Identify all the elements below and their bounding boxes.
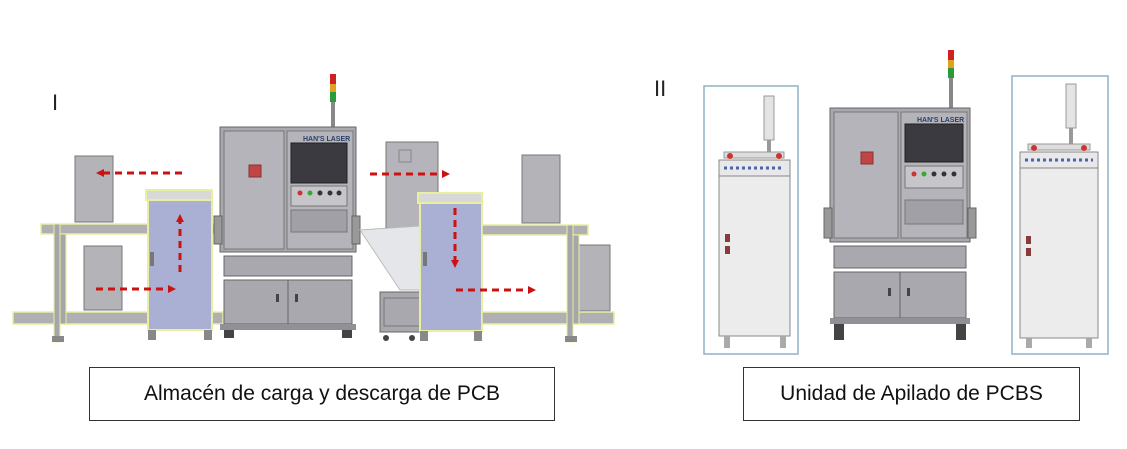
brand-label: HAN'S LASER [303, 136, 350, 143]
signal-tower-icon [330, 74, 336, 128]
magazine-lower-left [83, 245, 123, 311]
signal-tower-icon [948, 50, 954, 108]
magazine-upper-left [74, 155, 114, 223]
stacking-unit-line: HAN'S LASER [703, 50, 1109, 355]
section-label-ii: II [654, 76, 667, 101]
unloader-unit [417, 192, 483, 341]
stacker-cabinet-right [1011, 75, 1109, 355]
laser-machine-right: HAN'S LASER [823, 50, 977, 340]
stacker-cabinet-left [703, 85, 799, 355]
right-conveyor [481, 224, 615, 343]
caption-loading-unloading: Almacén de carga y descarga de PCB [89, 367, 555, 421]
magazine-upper-right [521, 154, 561, 224]
laser-machine-left: HAN'S LASER [213, 74, 361, 338]
section-label-i: I [52, 90, 59, 115]
loading-unloading-line: HAN'S LASER [12, 74, 615, 343]
magazine-lower-right [575, 244, 611, 312]
transfer-chute [359, 141, 439, 341]
caption-stacking-unit: Unidad de Apilado de PCBS [743, 367, 1080, 421]
brand-label: HAN'S LASER [917, 117, 964, 124]
